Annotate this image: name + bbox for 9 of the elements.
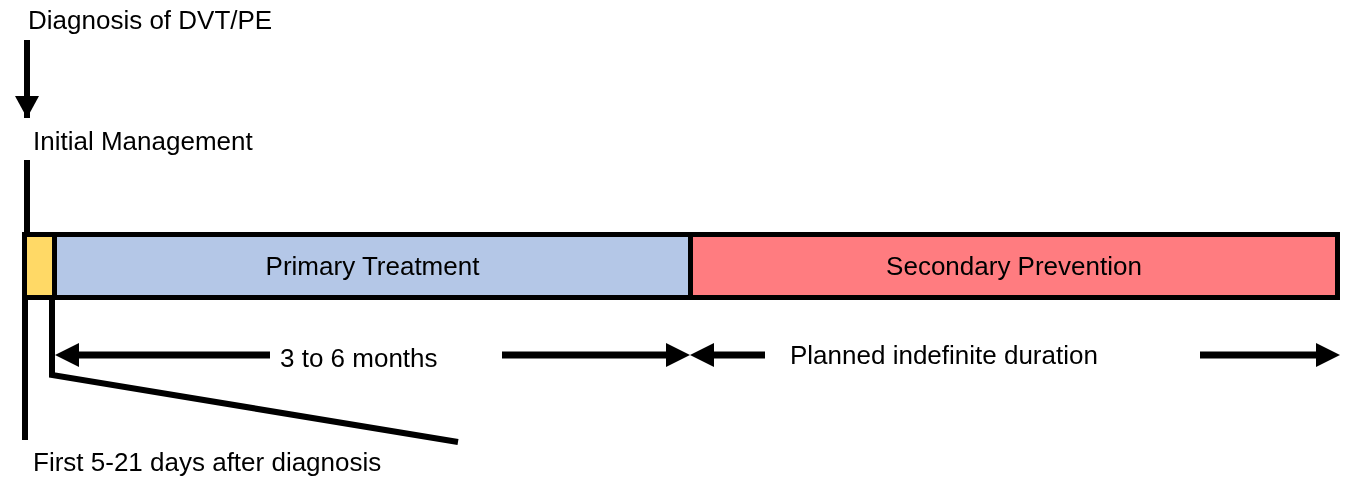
leader-line bbox=[22, 300, 28, 440]
leader-line bbox=[24, 160, 30, 232]
arrow bbox=[15, 40, 39, 118]
event-label: Diagnosis of DVT/PE bbox=[28, 4, 273, 36]
duration-note: First 5-21 days after diagnosis bbox=[33, 446, 382, 478]
duration-label: 3 to 6 months bbox=[280, 343, 438, 373]
duration-label: Planned indefinite duration bbox=[790, 340, 1098, 370]
phase-label: Initial Management bbox=[33, 125, 253, 157]
leader-line bbox=[49, 300, 459, 445]
